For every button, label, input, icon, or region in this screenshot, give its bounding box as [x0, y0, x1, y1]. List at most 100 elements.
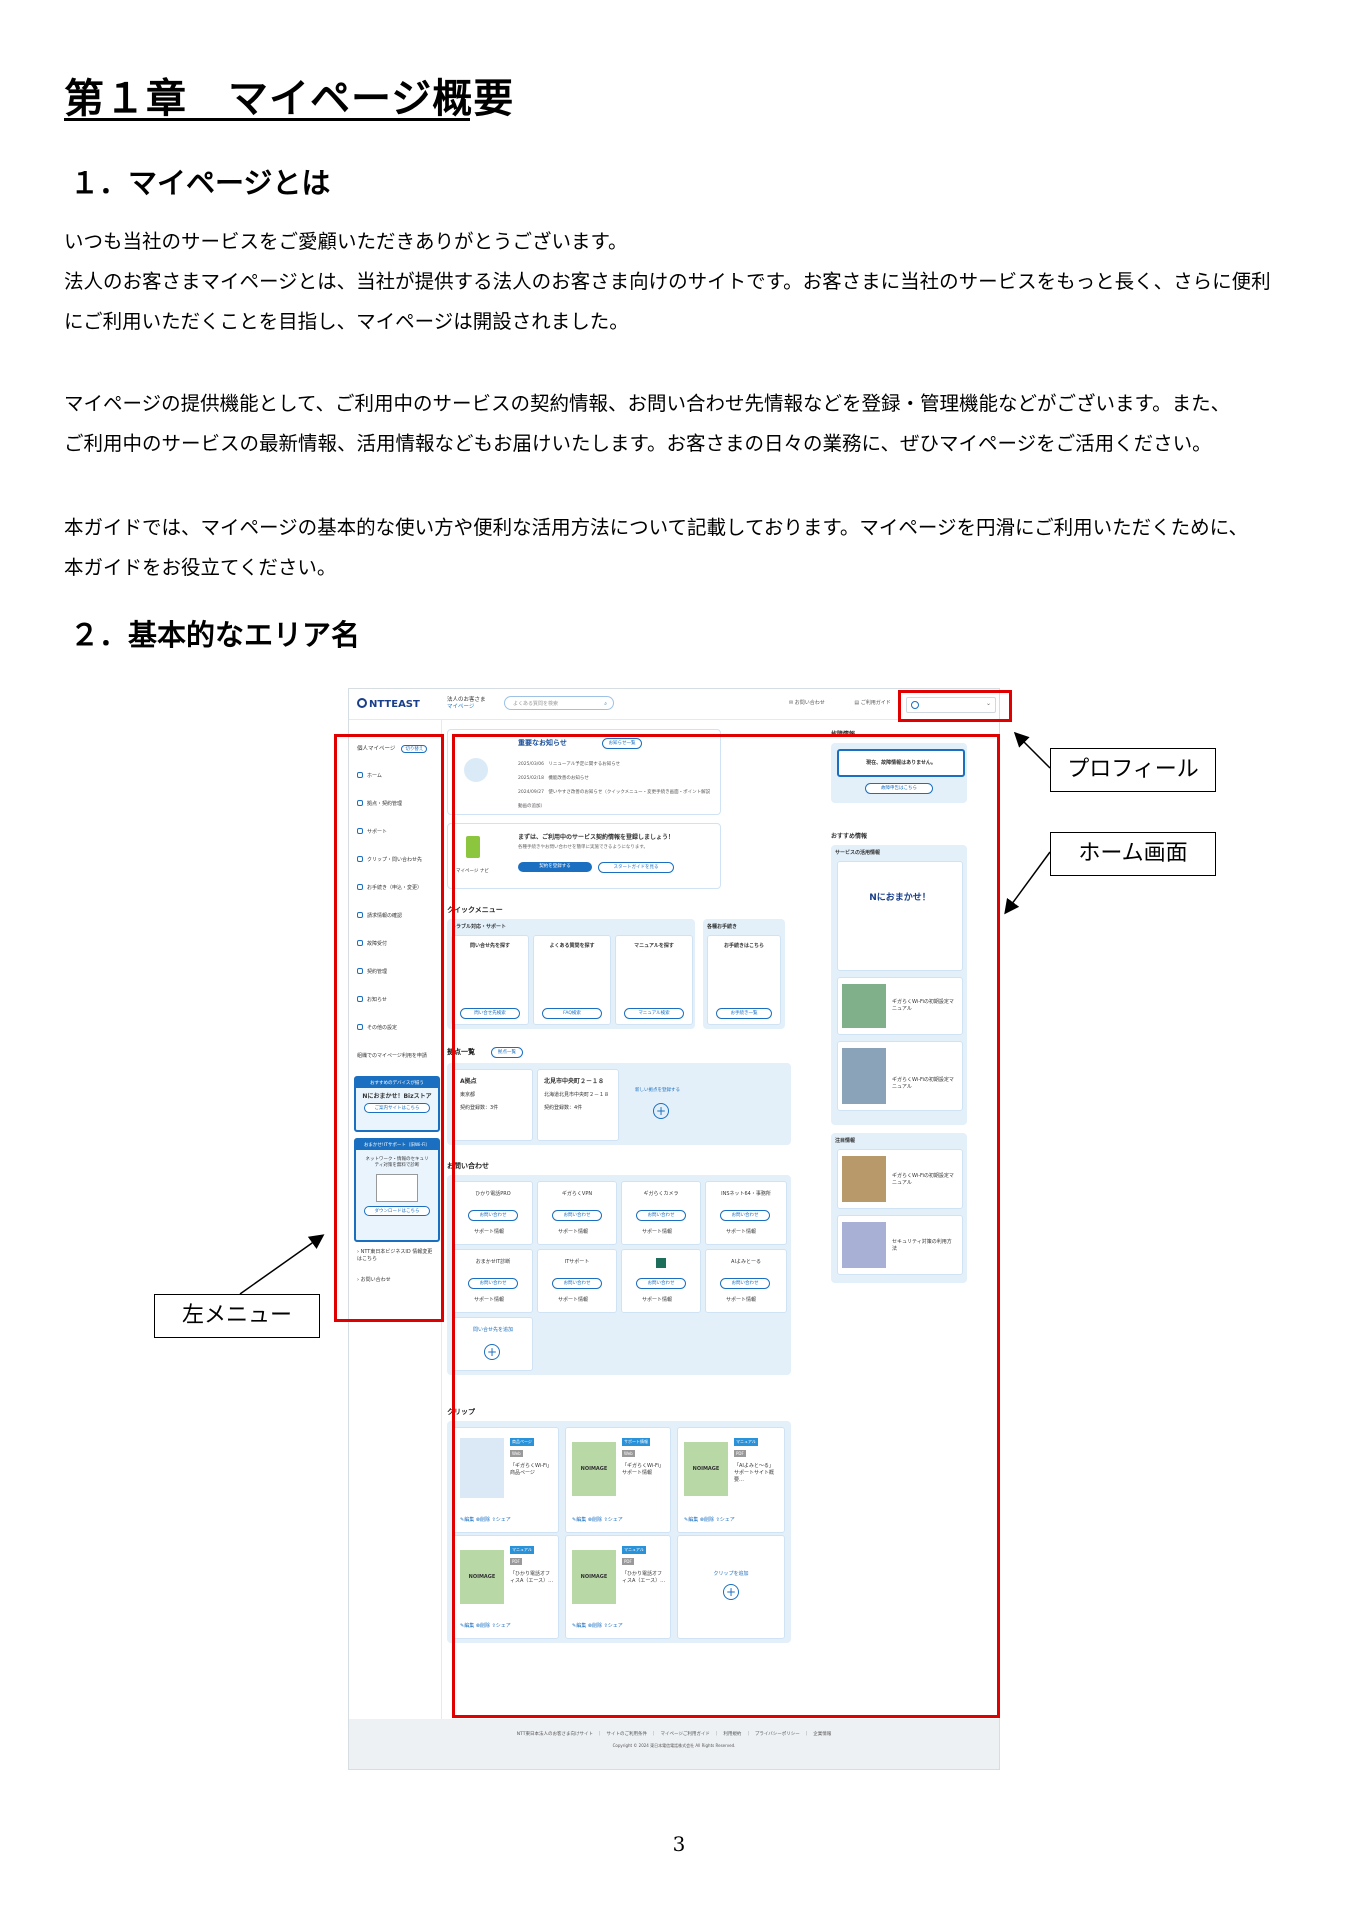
nav-fault[interactable]: 故障受付 — [357, 940, 387, 947]
quick-procedure-panel: 各種お手続き お手続きはこちらお手続き一覧 — [703, 919, 785, 1029]
clip-card[interactable]: NOIMAGE マニュアル PDF 「AIよみと～る」サポートサイト概要… ✎編… — [677, 1427, 785, 1533]
header-contact-link[interactable]: ✉ お問い合わせ — [789, 700, 825, 706]
contact-search-button[interactable]: 問い合せ先検索 — [460, 1008, 520, 1019]
contact-button[interactable]: お問い合わせ — [552, 1210, 602, 1221]
footer-links[interactable]: NTT東日本法人のお客さま向けサイト ｜ サイトのご利用条件 ｜ マイページご利… — [516, 1732, 832, 1737]
security-banner-head: おまかせ!ITサポート（旧Wi-Fi） — [356, 1140, 438, 1150]
recommend-card[interactable]: ギガらくWi-Fiの初期設定マニュアル — [837, 1041, 963, 1111]
contact-button[interactable]: お問い合わせ — [720, 1278, 770, 1289]
support-info-link[interactable]: サポート情報 — [558, 1229, 589, 1235]
nav-contract[interactable]: 契約管理 — [357, 968, 387, 975]
contact-tile[interactable]: おまかせIT診断お問い合わせサポート情報 — [453, 1249, 533, 1313]
contact-button[interactable]: お問い合わせ — [468, 1278, 518, 1289]
notice-item[interactable]: 2025/03/06 リニューアル予定に関するお知らせ — [518, 762, 621, 767]
clip-share: シェア — [495, 1517, 511, 1523]
header-guide-link[interactable]: ▤ ご利用ガイド — [854, 700, 891, 706]
contact-button[interactable]: お問い合わせ — [720, 1210, 770, 1221]
bizid-link[interactable]: › NTT東日本ビジネスID 情報変更はこちら — [357, 1249, 433, 1262]
nav-settings[interactable]: その他の設定 — [357, 1024, 397, 1031]
contact-button[interactable]: お問い合わせ — [636, 1210, 686, 1221]
add-site-plus-icon[interactable]: + — [653, 1103, 669, 1119]
procedure-list-button[interactable]: お手続き一覧 — [716, 1008, 772, 1019]
clip-actions[interactable]: ✎編集 ⊗削除 ⇪シェア — [572, 1623, 623, 1629]
register-contract-button[interactable]: 契約を登録する — [518, 862, 592, 872]
security-download-button[interactable]: ダウンロードはこちら — [364, 1206, 430, 1216]
quick-tile-contact[interactable]: 問い合せ先を探す問い合せ先検索 — [451, 935, 529, 1025]
fault-report-button[interactable]: 故障申告はこちら — [865, 783, 933, 794]
nav-billing[interactable]: 請求情報の確認 — [357, 912, 402, 919]
omakase-card[interactable]: Nにおまかせ！ — [837, 861, 963, 971]
add-contact-tile[interactable]: 問い合せ先を追加+ — [453, 1317, 533, 1371]
contact-tile[interactable]: AIよみとーるお問い合わせサポート情報 — [705, 1249, 787, 1313]
support-info-link[interactable]: サポート情報 — [642, 1229, 673, 1235]
site-card[interactable]: A拠点東京都契約登録数：3件 — [453, 1069, 533, 1141]
card-text: セキュリティ対策の利用方法 — [892, 1239, 952, 1252]
support-info-link[interactable]: サポート情報 — [474, 1229, 505, 1235]
support-info-link[interactable]: サポート情報 — [642, 1297, 673, 1303]
nav-procedures[interactable]: お手続き（申込・変更） — [357, 884, 422, 891]
fault-status: 現在、故障情報はありません。 — [837, 749, 965, 777]
support-info-link[interactable]: サポート情報 — [726, 1297, 757, 1303]
notice-list-button[interactable]: お知らせ一覧 — [602, 738, 642, 749]
clip-actions[interactable]: ✎編集 ⊗削除 ⇪シェア — [460, 1517, 511, 1523]
faq-search-button[interactable]: FAQ検索 — [542, 1008, 602, 1019]
contact-button[interactable]: お問い合わせ — [552, 1278, 602, 1289]
clip-actions[interactable]: ✎編集 ⊗削除 ⇪シェア — [460, 1623, 511, 1629]
contact-button[interactable]: お問い合わせ — [468, 1210, 518, 1221]
site-header: NTTEAST 法人のお客さま マイページ よくある質問を検索⌕ ✉ お問い合わ… — [349, 689, 999, 720]
clip-card[interactable]: NOIMAGE マニュアル PDF 「ひかり電話オフィスA（エース）… ✎編集 … — [453, 1535, 559, 1639]
contact-tile[interactable]: INSネット64・事務所お問い合わせサポート情報 — [705, 1181, 787, 1245]
contact-button[interactable]: お問い合わせ — [636, 1278, 686, 1289]
leftnav-contact-link[interactable]: › お問い合わせ — [357, 1277, 391, 1283]
support-info-link[interactable]: サポート情報 — [726, 1229, 757, 1235]
security-banner[interactable]: おまかせ!ITサポート（旧Wi-Fi） ネットワーク・情報のセキュリティ対策を無… — [354, 1138, 440, 1242]
clip-type: Web — [510, 1450, 523, 1457]
manual-search-button[interactable]: マニュアル検索 — [624, 1008, 684, 1019]
clip-actions[interactable]: ✎編集 ⊗削除 ⇪シェア — [572, 1517, 623, 1523]
faq-search-input[interactable]: よくある質問を検索⌕ — [504, 696, 614, 710]
notice-card[interactable]: セキュリティ対策の利用方法 — [837, 1215, 963, 1275]
add-clip-tile[interactable]: クリップを追加 + — [677, 1535, 785, 1639]
contact-tile[interactable]: ギガらくVPN お問い合わせサポート情報 — [537, 1181, 617, 1245]
nav-support[interactable]: サポート — [357, 828, 387, 835]
switch-button[interactable]: 切り替え — [401, 745, 428, 753]
clip-text: 「ひかり電話オフィスA（エース）… — [622, 1571, 666, 1584]
notice-card[interactable]: ギガらくWi-Fiの初期設定マニュアル — [837, 1149, 963, 1209]
clip-share: シェア — [719, 1517, 735, 1523]
contact-tile[interactable]: お問い合わせサポート情報 — [621, 1249, 701, 1313]
page-number: 3 — [672, 1832, 686, 1856]
left-menu-head: 個人マイページ切り替え — [357, 744, 428, 753]
sites-list-button[interactable]: 拠点一覧 — [491, 1047, 523, 1058]
profile-dropdown[interactable]: ⌄ — [906, 697, 996, 713]
start-guide-button[interactable]: スタートガイドを見る — [598, 862, 674, 873]
contact-tile[interactable]: ギガらくカメラお問い合わせサポート情報 — [621, 1181, 701, 1245]
notice-item[interactable]: 2024/09/27 使いやすさ改善のお知らせ（クイックメニュー・変更手続き画面… — [518, 790, 711, 809]
clip-actions[interactable]: ✎編集 ⊗削除 ⇪シェア — [684, 1517, 735, 1523]
biz-store-button[interactable]: ご案内サイトはこちら — [364, 1103, 430, 1113]
add-contact-plus-icon[interactable]: + — [484, 1344, 500, 1360]
notice-item[interactable]: 2025/02/18 機能改善のお知らせ — [518, 776, 589, 781]
quick-tile-manual[interactable]: マニュアルを探すマニュアル検索 — [615, 935, 693, 1025]
support-info-link[interactable]: サポート情報 — [558, 1297, 589, 1303]
nav-sites[interactable]: 拠点・契約管理 — [357, 800, 402, 807]
biz-store-banner[interactable]: おすすめのデバイスが揃う Nにおまかせ！Bizストア ご案内サイトはこちら — [354, 1076, 440, 1132]
nav-news[interactable]: お知らせ — [357, 996, 387, 1003]
clip-card[interactable]: 商品ページ Web 「ギガらくWi-Fi」商品ページ ✎編集 ⊗削除 ⇪シェア — [453, 1427, 559, 1533]
nav-clip[interactable]: クリップ・問い合わせ先 — [357, 856, 422, 863]
clip-share: シェア — [607, 1623, 623, 1629]
nav-home[interactable]: ホーム — [357, 772, 382, 779]
add-clip-plus-icon[interactable]: + — [723, 1584, 739, 1600]
contact-tile[interactable]: ITサポートお問い合わせサポート情報 — [537, 1249, 617, 1313]
support-info-link[interactable]: サポート情報 — [474, 1297, 505, 1303]
clip-card[interactable]: NOIMAGE マニュアル PDF 「ひかり電話オフィスA（エース）… ✎編集 … — [565, 1535, 671, 1639]
leftnav-contact-label: お問い合わせ — [360, 1277, 391, 1283]
quick-tile-procedure[interactable]: お手続きはこちらお手続き一覧 — [707, 935, 781, 1025]
recommend-card[interactable]: ギガらくWi-Fiの初期設定マニュアル — [837, 977, 963, 1035]
clip-card[interactable]: NOIMAGE サポート情報 Web 「ギガらくWi-Fi」サポート情報 ✎編集… — [565, 1427, 671, 1533]
search-icon[interactable]: ⌕ — [604, 701, 607, 707]
org-apply-link[interactable]: 組織でのマイページ利用を申請 — [357, 1053, 427, 1059]
contact-service-name: ギガらくVPN — [561, 1191, 593, 1197]
